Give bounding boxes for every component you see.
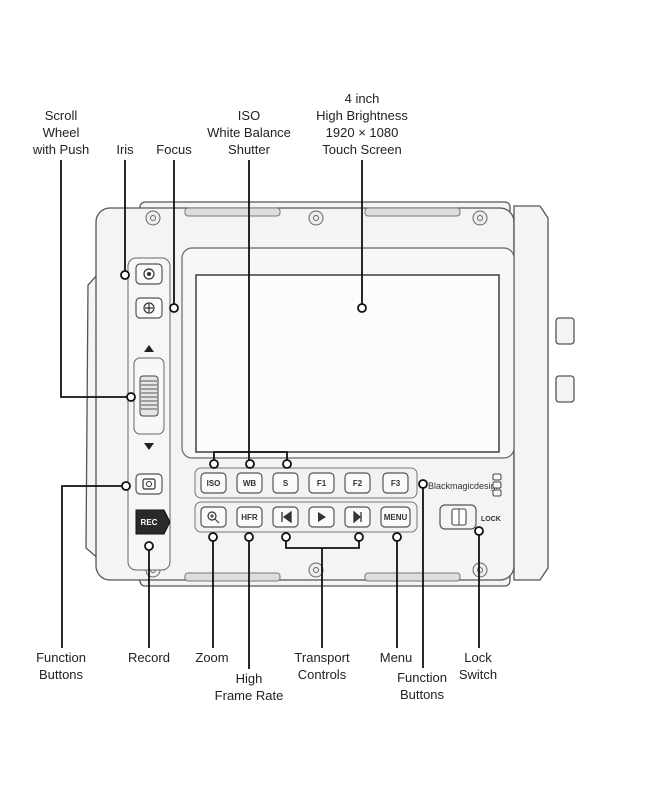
- label-iris: Iris: [116, 142, 134, 157]
- svg-text:F2: F2: [353, 479, 363, 488]
- svg-text:HFR: HFR: [241, 513, 258, 522]
- skip-back-button[interactable]: [272, 506, 299, 528]
- button-row-top: ISO WB S F1 F2 F3: [194, 467, 418, 499]
- svg-text:MENU: MENU: [384, 513, 408, 522]
- arrow-up-icon: [144, 345, 154, 352]
- skip-forward-button[interactable]: [344, 506, 371, 528]
- play-icon: [318, 512, 326, 522]
- wb-button[interactable]: WB: [236, 472, 263, 494]
- arrow-down-icon: [144, 443, 154, 450]
- function-buttons-right[interactable]: [492, 473, 502, 497]
- label-focus: Focus: [156, 142, 192, 157]
- f3-button[interactable]: F3: [382, 472, 409, 494]
- play-button[interactable]: [308, 506, 335, 528]
- svg-text:F3: F3: [391, 479, 401, 488]
- menu-button[interactable]: MENU: [380, 506, 411, 528]
- f2-button[interactable]: F2: [344, 472, 371, 494]
- skip-forward-icon: [353, 510, 362, 524]
- lock-label: LOCK: [481, 516, 501, 523]
- label-record: Record: [128, 650, 170, 665]
- svg-text:ISO: ISO: [207, 479, 221, 488]
- rec-label: REC: [141, 518, 158, 527]
- zoom-button[interactable]: [200, 506, 227, 528]
- callout-lines: [60, 160, 480, 669]
- svg-text:WB: WB: [243, 479, 257, 488]
- lock-switch[interactable]: [439, 504, 477, 530]
- touch-screen[interactable]: [181, 247, 515, 459]
- top-grills: [184, 207, 461, 582]
- zoom-icon: [207, 511, 217, 521]
- button-row-bottom: HFR MENU: [194, 501, 418, 533]
- shutter-button[interactable]: S: [272, 472, 299, 494]
- callout-dots: [120, 270, 484, 551]
- hfr-button[interactable]: HFR: [236, 506, 263, 528]
- scroll-wheel[interactable]: [133, 345, 165, 450]
- camera-icon: [142, 478, 156, 490]
- brand-logo: Blackmagicdesign: [428, 481, 501, 491]
- iso-button[interactable]: ISO: [200, 472, 227, 494]
- skip-back-icon: [281, 510, 292, 524]
- focus-button[interactable]: [135, 297, 163, 319]
- svg-text:F1: F1: [317, 479, 327, 488]
- function-button-left[interactable]: [135, 473, 163, 495]
- f1-button[interactable]: F1: [308, 472, 335, 494]
- iris-button[interactable]: [135, 263, 163, 285]
- label-zoom: Zoom: [195, 650, 229, 665]
- svg-text:S: S: [283, 479, 289, 488]
- record-button[interactable]: REC: [135, 509, 171, 535]
- label-menu: Menu: [379, 650, 413, 665]
